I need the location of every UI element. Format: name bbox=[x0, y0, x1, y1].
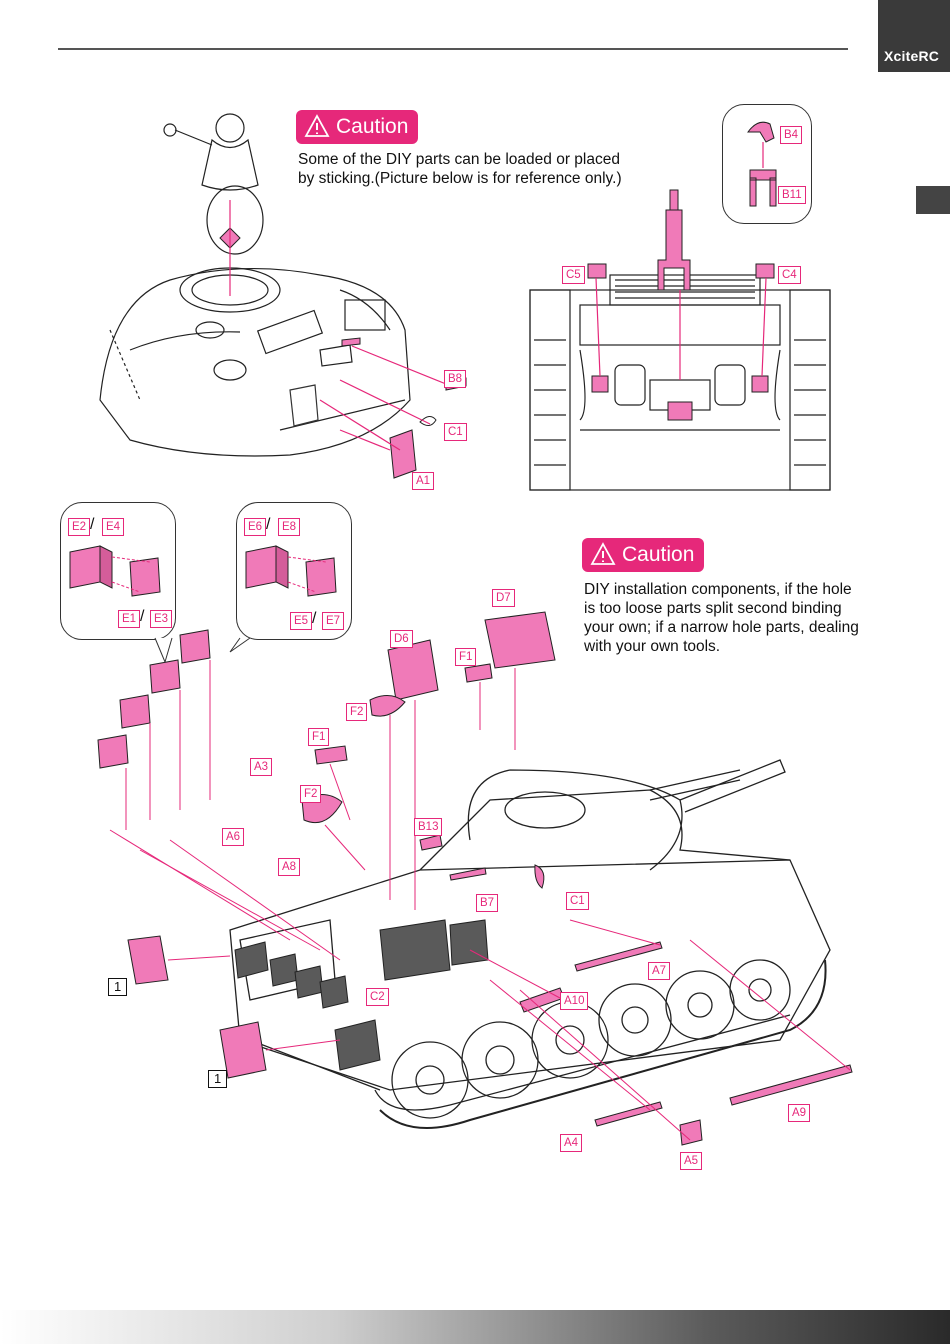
slash-separator: / bbox=[90, 516, 95, 533]
label-e8: E8 bbox=[278, 518, 301, 536]
caution-text-top: Some of the DIY parts can be loaded or p… bbox=[298, 151, 622, 187]
label-e5: E5 bbox=[290, 612, 313, 630]
label-a8: A8 bbox=[278, 858, 301, 876]
slash-separator: / bbox=[266, 516, 271, 533]
label-a4: A4 bbox=[560, 1134, 583, 1152]
label-c1-top: C1 bbox=[444, 423, 467, 441]
turret-top-illustration bbox=[99, 113, 467, 479]
slash-separator: / bbox=[312, 610, 317, 627]
label-a7: A7 bbox=[648, 962, 671, 980]
warning-icon bbox=[304, 114, 330, 137]
label-a1: A1 bbox=[412, 472, 435, 490]
label-c2: C2 bbox=[366, 988, 389, 1006]
section-tab bbox=[916, 186, 950, 214]
label-b7: B7 bbox=[476, 894, 499, 912]
label-c4: C4 bbox=[778, 266, 801, 284]
label-step-1-b: 1 bbox=[208, 1070, 228, 1088]
label-e1: E1 bbox=[118, 610, 141, 628]
label-a3: A3 bbox=[250, 758, 273, 776]
caution-title-top: Caution bbox=[336, 115, 409, 138]
label-step-1-a: 1 bbox=[108, 978, 128, 996]
label-a9: A9 bbox=[788, 1104, 811, 1122]
e-part-details bbox=[69, 545, 337, 664]
label-b8: B8 bbox=[444, 370, 467, 388]
slash-separator: / bbox=[140, 608, 145, 625]
brand-logo: XciteRC bbox=[878, 0, 950, 72]
label-b4: B4 bbox=[780, 126, 803, 144]
brand-name: XciteRC bbox=[884, 48, 940, 64]
label-f2-a: F2 bbox=[346, 703, 368, 721]
label-e6: E6 bbox=[244, 518, 267, 536]
label-c1-bottom: C1 bbox=[566, 892, 589, 910]
label-c5: C5 bbox=[562, 266, 585, 284]
label-a10: A10 bbox=[560, 992, 589, 1010]
label-e4: E4 bbox=[102, 518, 125, 536]
tank-illustration bbox=[97, 611, 853, 1146]
header-rule bbox=[58, 48, 848, 50]
label-e2: E2 bbox=[68, 518, 91, 536]
label-f1-b: F1 bbox=[308, 728, 330, 746]
label-b13: B13 bbox=[414, 818, 443, 836]
label-b11: B11 bbox=[778, 186, 806, 204]
caution-badge-bottom: Caution bbox=[582, 538, 705, 572]
b4-b11-parts bbox=[747, 121, 777, 207]
label-d7: D7 bbox=[492, 589, 515, 607]
label-e3: E3 bbox=[150, 610, 173, 628]
caution-badge-top: Caution bbox=[296, 110, 419, 144]
warning-icon bbox=[590, 542, 616, 565]
hull-front-illustration bbox=[529, 189, 831, 491]
footer-bar bbox=[0, 1310, 950, 1344]
label-a5: A5 bbox=[680, 1152, 703, 1170]
label-f2-b: F2 bbox=[300, 785, 322, 803]
caution-text-bottom: DIY installation components, if the hole… bbox=[584, 581, 859, 655]
label-a6: A6 bbox=[222, 828, 245, 846]
label-f1-a: F1 bbox=[455, 648, 477, 666]
label-e7: E7 bbox=[322, 612, 345, 630]
caution-title-bottom: Caution bbox=[622, 543, 695, 566]
label-d6: D6 bbox=[390, 630, 413, 648]
